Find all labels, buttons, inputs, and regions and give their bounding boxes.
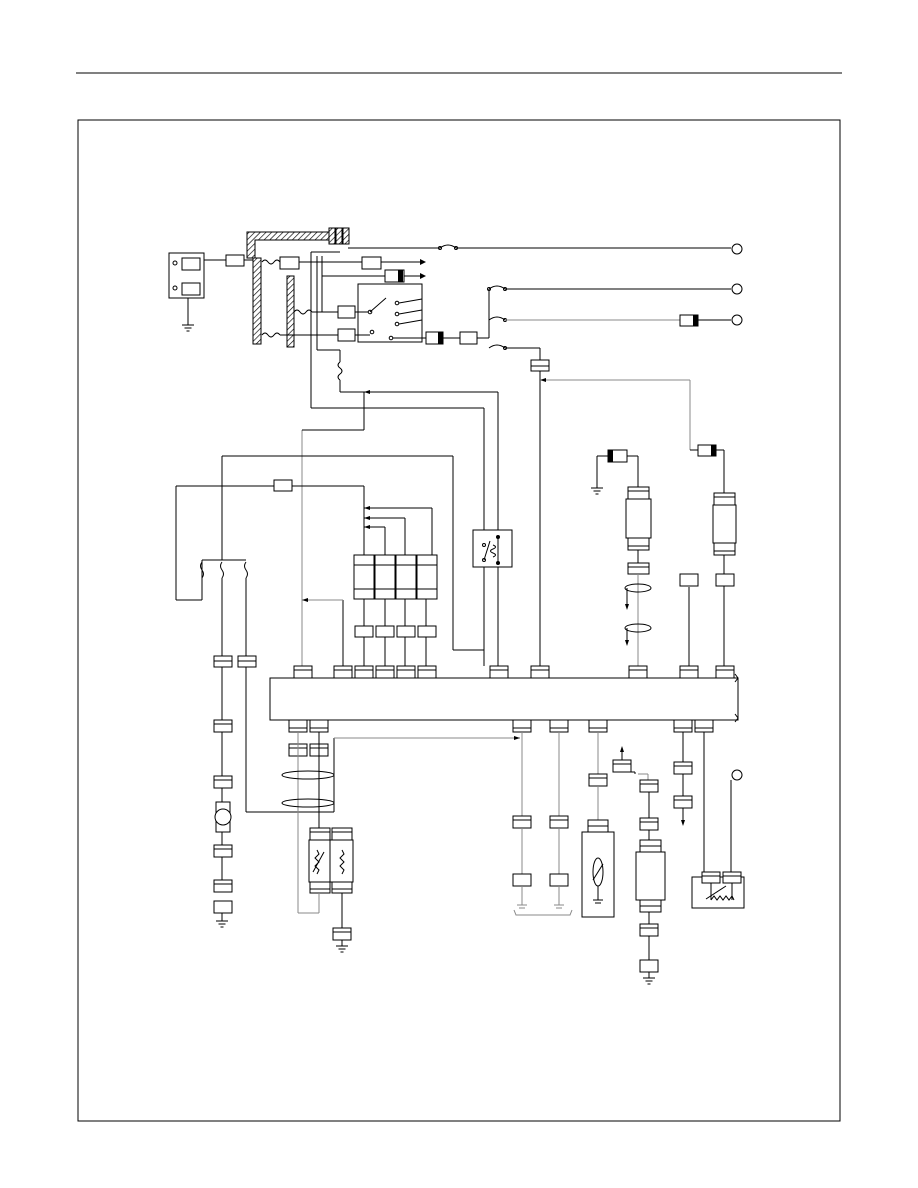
ground-symbol-icon [216, 920, 228, 928]
fuse-icon [200, 559, 248, 579]
heater-element-icon [691, 871, 745, 909]
ground-symbol-icon [517, 904, 564, 909]
connector [225, 254, 245, 267]
sensor-icon [712, 492, 737, 556]
ground-symbol-icon [182, 324, 194, 332]
switch-module [168, 252, 205, 325]
diagram-frame [77, 119, 841, 1122]
sensor-icon [308, 827, 354, 894]
ignition-switch-icon [357, 283, 423, 343]
shielded-harness [246, 227, 350, 348]
relay-block [353, 506, 438, 666]
ground-symbol-icon [643, 972, 655, 985]
terminal-circle-icon [731, 314, 743, 326]
sensor-icon [635, 839, 666, 913]
control-unit [269, 665, 739, 733]
sensor-icon [581, 819, 615, 918]
terminal-circle-icon [731, 283, 743, 295]
relay-icon [472, 529, 513, 568]
ground-symbol-icon [336, 940, 348, 953]
motor-icon [214, 801, 232, 833]
terminal-circle-icon [731, 769, 743, 781]
terminal-circle-icon [731, 243, 743, 255]
ground-symbol-icon [591, 456, 603, 495]
